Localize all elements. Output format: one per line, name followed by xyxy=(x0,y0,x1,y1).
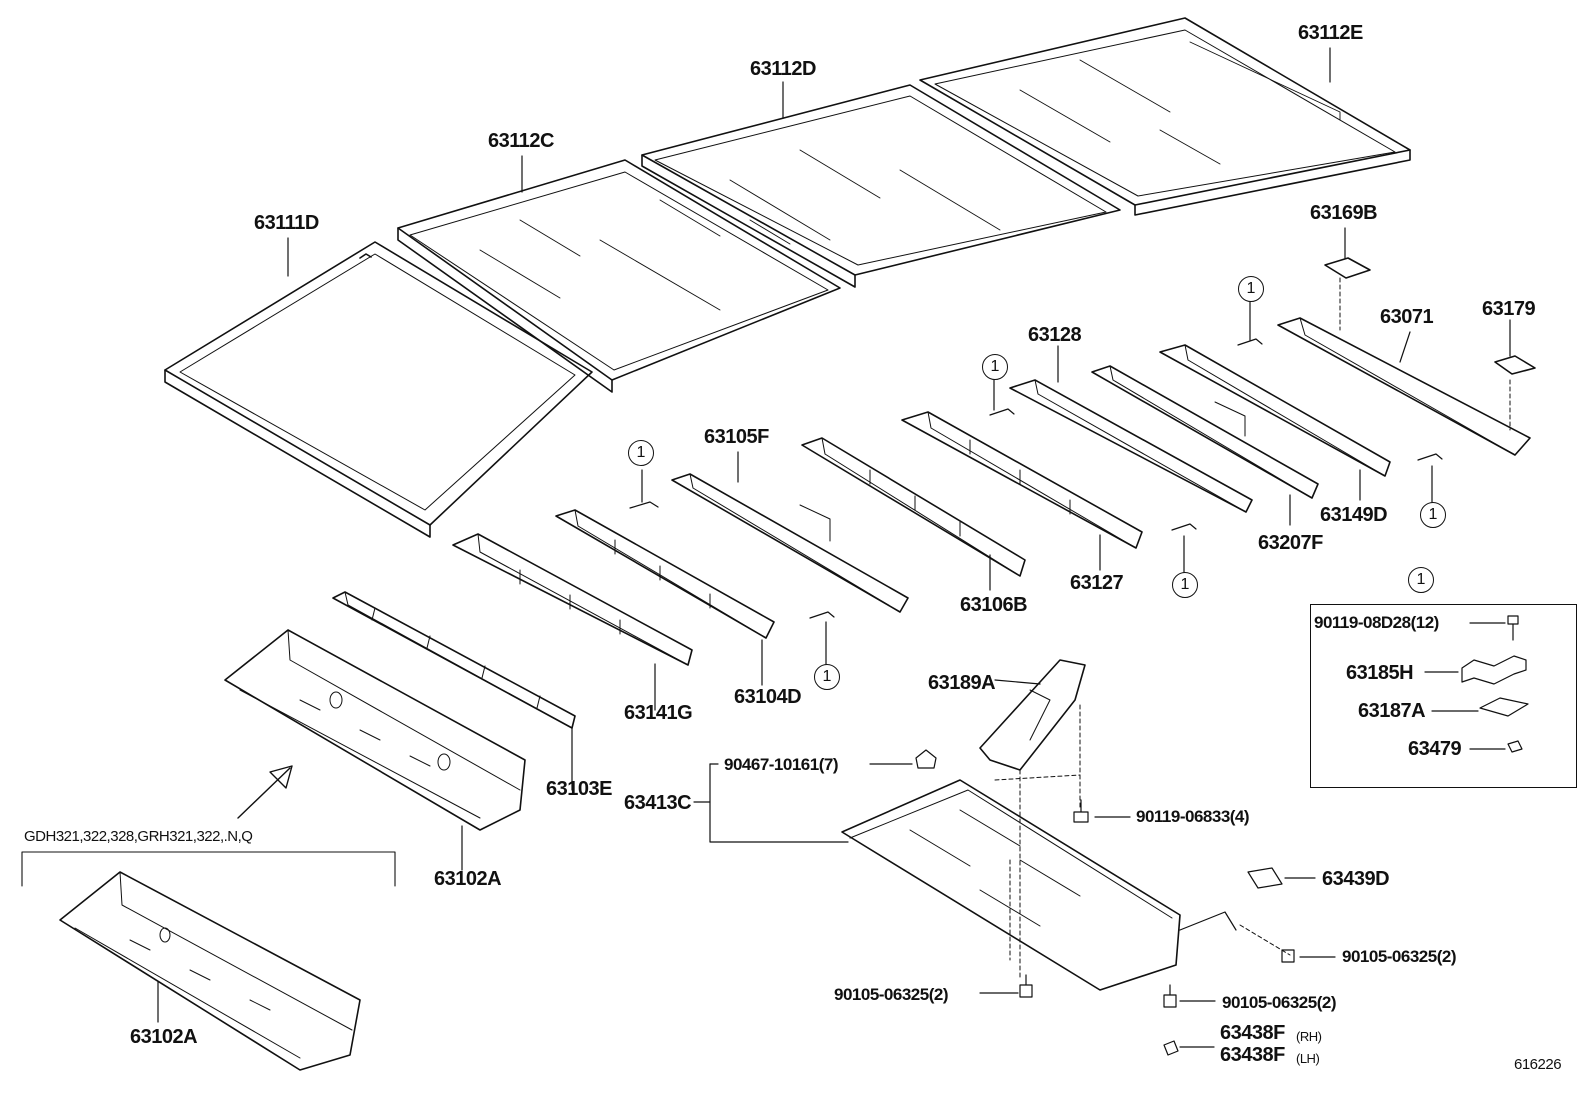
label-lh: (LH) xyxy=(1296,1051,1320,1066)
bow-63106B xyxy=(801,437,1026,591)
label-63439D: 63439D xyxy=(1322,868,1390,890)
label-63438F-rh: 63438F xyxy=(1220,1022,1285,1044)
label-63179: 63179 xyxy=(1482,298,1536,320)
bracket-63189A xyxy=(979,659,1086,771)
inset-label-90119-08D28: 90119-08D28(12) xyxy=(1314,613,1439,632)
inset-label-63187A: 63187A xyxy=(1358,700,1426,722)
label-63111D: 63111D xyxy=(254,212,319,234)
variant-bracket xyxy=(21,851,396,887)
label-63105F: 63105F xyxy=(704,426,769,448)
label-63102A-lower: 63102A xyxy=(130,1026,198,1048)
label-63149D: 63149D xyxy=(1320,504,1388,526)
label-90467-10161: 90467-10161(7) xyxy=(724,755,838,774)
label-90105-06325-right: 90105-06325(2) xyxy=(1342,947,1456,966)
label-63104D: 63104D xyxy=(734,686,802,708)
roof-panel-63112D xyxy=(641,84,1121,288)
label-63071: 63071 xyxy=(1380,306,1434,328)
label-63106B: 63106B xyxy=(960,594,1028,616)
header-panel-63102A-upper xyxy=(224,629,526,871)
bow-63149D xyxy=(1159,344,1391,501)
roof-panel-63112E xyxy=(919,17,1411,216)
bow-63141G xyxy=(452,533,693,711)
bow-63104D xyxy=(555,509,775,686)
label-90105-06325-left: 90105-06325(2) xyxy=(834,985,948,1004)
leader-63413C xyxy=(693,763,913,843)
callout-marker: 1 xyxy=(1238,276,1264,302)
inset-parts xyxy=(1424,615,1529,753)
callout-marker: 1 xyxy=(982,354,1008,380)
callout-marker: 1 xyxy=(814,664,840,690)
bow-63128 xyxy=(1009,345,1253,513)
figure-number: 616226 xyxy=(1514,1056,1562,1073)
bow-63105F xyxy=(671,451,909,613)
roof-leaders xyxy=(287,47,1331,277)
label-rh: (RH) xyxy=(1296,1029,1322,1044)
header-panel-63102A-lower xyxy=(59,871,361,1071)
label-63112C: 63112C xyxy=(488,130,554,152)
plate-63169B xyxy=(1324,227,1371,279)
bow-63103E xyxy=(332,591,576,791)
callout-marker: 1 xyxy=(1172,572,1198,598)
label-63128: 63128 xyxy=(1028,324,1082,346)
inset-label-63479: 63479 xyxy=(1408,738,1462,760)
label-63112E: 63112E xyxy=(1298,22,1363,44)
direction-arrow xyxy=(237,765,293,819)
label-63112D: 63112D xyxy=(750,58,816,80)
label-63169B: 63169B xyxy=(1310,202,1378,224)
inset-box xyxy=(1310,604,1577,788)
pan-63413C xyxy=(841,704,1291,991)
label-90105-06325-center: 90105-06325(2) xyxy=(1222,993,1336,1012)
bow-63127 xyxy=(901,411,1143,571)
label-63207F: 63207F xyxy=(1258,532,1323,554)
inset-key-marker: 1 xyxy=(1408,567,1434,593)
plate-63179 xyxy=(1494,319,1536,375)
roof-panel-63112C xyxy=(397,159,841,393)
label-63127: 63127 xyxy=(1070,572,1124,594)
label-90119-06833: 90119-06833(4) xyxy=(1136,807,1250,826)
callout-marker: 1 xyxy=(628,440,654,466)
label-63141G: 63141G xyxy=(624,702,693,724)
label-63413C: 63413C xyxy=(624,792,692,814)
fasteners xyxy=(915,683,1336,1056)
label-63189A: 63189A xyxy=(928,672,996,694)
clip-brackets xyxy=(629,301,1443,665)
label-63103E: 63103E xyxy=(546,778,612,800)
label-63438F-lh: 63438F xyxy=(1220,1044,1285,1066)
bow-63207F xyxy=(1091,365,1319,526)
rail-63071 xyxy=(1277,277,1531,456)
inset-label-63185H: 63185H xyxy=(1346,662,1414,684)
label-63102A-upper: 63102A xyxy=(434,868,502,890)
variant-note: GDH321,322,328,GRH321,322,.N,Q xyxy=(24,828,253,845)
callout-marker: 1 xyxy=(1420,502,1446,528)
roof-panel-63111D xyxy=(164,241,593,538)
